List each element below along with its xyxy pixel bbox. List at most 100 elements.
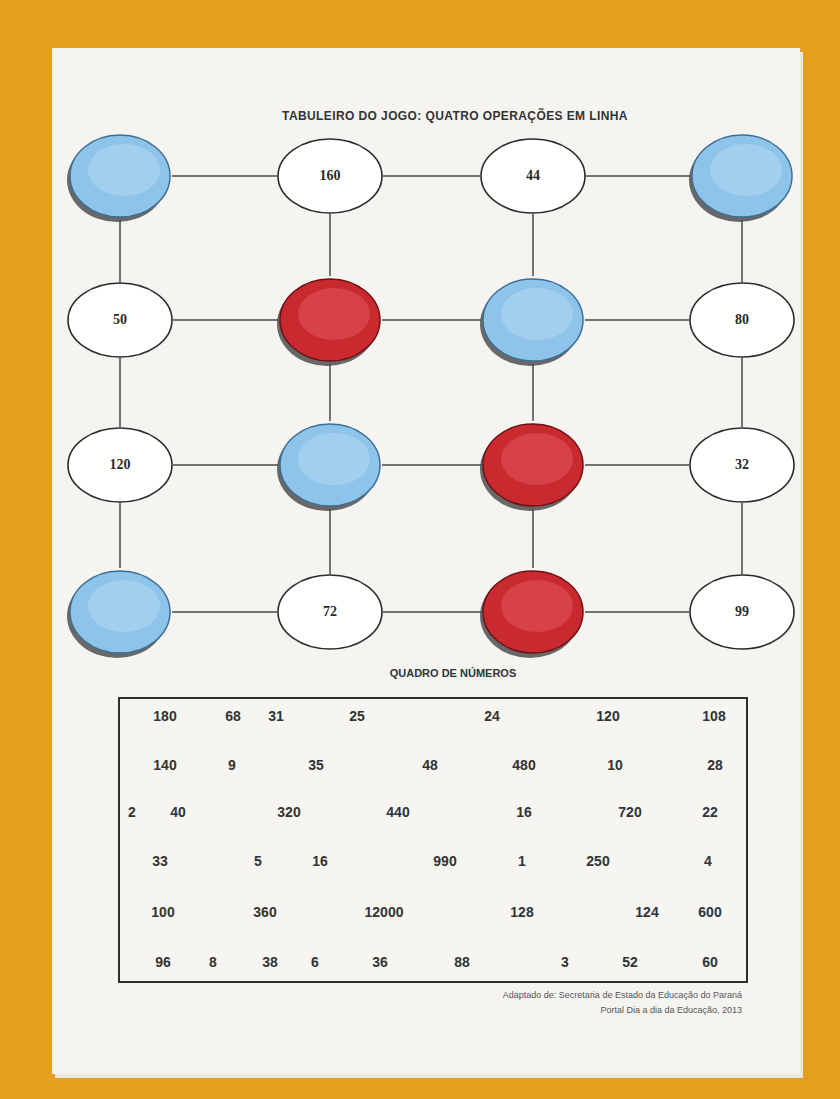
table-number: 600 — [698, 904, 721, 920]
number-circle: 32 — [689, 427, 795, 503]
table-number: 2 — [128, 804, 136, 820]
token-outline — [481, 421, 585, 509]
table-number: 52 — [622, 954, 638, 970]
table-number: 60 — [702, 954, 718, 970]
blue-token-circle — [278, 421, 382, 509]
table-number: 28 — [707, 757, 723, 773]
circle-number: 44 — [526, 168, 540, 184]
token-face — [483, 424, 583, 506]
table-number: 10 — [607, 757, 623, 773]
table-number: 128 — [510, 904, 533, 920]
circle-number: 50 — [113, 312, 127, 328]
grid-line — [585, 319, 689, 321]
table-number: 720 — [618, 804, 641, 820]
table-number: 8 — [209, 954, 217, 970]
token-face — [70, 571, 170, 653]
grid-line — [329, 364, 331, 421]
table-number: 140 — [153, 757, 176, 773]
table-number: 24 — [484, 708, 500, 724]
circle-number: 160 — [320, 168, 341, 184]
number-circle: 160 — [277, 138, 383, 214]
source-note: Portal Dia a dia da Educação, 2013 — [600, 1005, 742, 1015]
table-number: 48 — [422, 757, 438, 773]
grid-line — [532, 509, 534, 568]
circle-number: 120 — [110, 457, 131, 473]
grid-line — [585, 611, 689, 613]
grid-line — [119, 220, 121, 282]
circle-border — [690, 428, 794, 502]
circle-border — [690, 283, 794, 357]
circle-border — [278, 139, 382, 213]
table-number: 96 — [155, 954, 171, 970]
token-face — [280, 279, 380, 361]
table-number: 6 — [311, 954, 319, 970]
table-number: 25 — [349, 708, 365, 724]
table-number: 4 — [704, 853, 712, 869]
number-circle: 44 — [480, 138, 586, 214]
circle-border — [481, 139, 585, 213]
red-token-circle — [278, 276, 382, 364]
token-shine — [88, 144, 160, 196]
grid-line — [532, 214, 534, 276]
grid-line — [119, 503, 121, 568]
blue-token-circle — [481, 276, 585, 364]
grid-line — [172, 175, 277, 177]
table-number: 33 — [152, 853, 168, 869]
table-number: 9 — [228, 757, 236, 773]
board-title: TABULEIRO DO JOGO: QUATRO OPERAÇÕES EM L… — [282, 109, 628, 123]
table-number: 1 — [518, 853, 526, 869]
grid-line — [119, 358, 121, 427]
circle-number: 72 — [323, 604, 337, 620]
red-token-circle — [481, 568, 585, 656]
token-outline — [481, 276, 585, 364]
token-outline — [278, 276, 382, 364]
token-outline — [690, 132, 794, 220]
circle-number: 80 — [735, 312, 749, 328]
table-number: 320 — [277, 804, 300, 820]
grid-line — [173, 464, 278, 466]
blue-token-circle — [68, 132, 172, 220]
token-outline — [278, 421, 382, 509]
token-shine — [501, 433, 573, 485]
table-number: 36 — [372, 954, 388, 970]
table-number: 440 — [386, 804, 409, 820]
token-shine — [710, 144, 782, 196]
token-face — [483, 571, 583, 653]
number-circle: 72 — [277, 574, 383, 650]
table-number: 180 — [153, 708, 176, 724]
circle-number: 99 — [735, 604, 749, 620]
grid-line — [741, 503, 743, 574]
grid-line — [741, 358, 743, 427]
grid-line — [382, 464, 481, 466]
table-number: 124 — [635, 904, 658, 920]
number-board: QUADRO DE NÚMEROS — [118, 697, 748, 983]
table-number: 22 — [702, 804, 718, 820]
token-face — [280, 424, 380, 506]
circle-border — [278, 575, 382, 649]
token-face — [70, 135, 170, 217]
table-number: 35 — [308, 757, 324, 773]
grid-line — [382, 319, 481, 321]
grid-line — [532, 364, 534, 421]
table-number: 250 — [586, 853, 609, 869]
grid-line — [585, 464, 689, 466]
token-shine — [298, 433, 370, 485]
grid-line — [383, 611, 481, 613]
number-circle: 80 — [689, 282, 795, 358]
table-number: 68 — [225, 708, 241, 724]
table-number: 108 — [702, 708, 725, 724]
blue-token-circle — [690, 132, 794, 220]
table-number: 16 — [516, 804, 532, 820]
token-face — [692, 135, 792, 217]
grid-line — [173, 319, 278, 321]
grid-line — [172, 611, 277, 613]
table-number: 40 — [170, 804, 186, 820]
source-note: Adaptado de: Secretaria de Estado da Edu… — [503, 990, 742, 1000]
token-shine — [298, 288, 370, 340]
table-number: 990 — [433, 853, 456, 869]
grid-line — [586, 175, 690, 177]
